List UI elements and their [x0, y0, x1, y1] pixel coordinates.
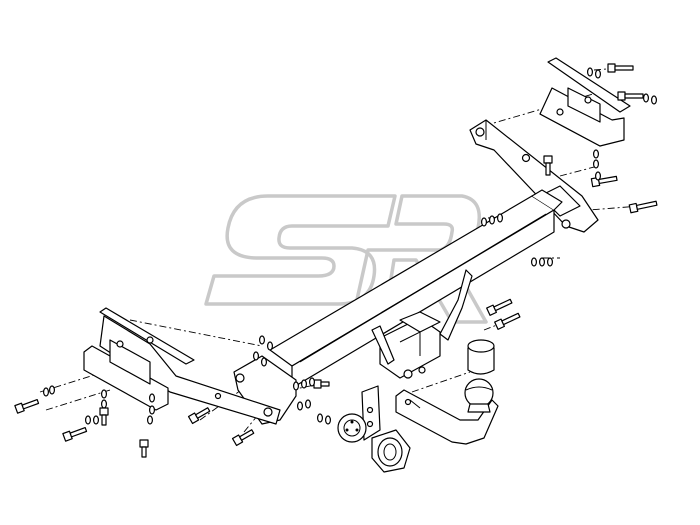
nut — [309, 377, 316, 387]
nut — [147, 415, 154, 425]
nut — [42, 387, 49, 397]
tow-ball — [464, 378, 494, 413]
bolt — [187, 407, 211, 425]
nut — [267, 341, 274, 351]
nut — [481, 217, 488, 227]
right-mount-plate — [539, 57, 631, 147]
bolt — [486, 298, 513, 316]
bolt — [139, 439, 149, 458]
bolt — [14, 399, 40, 414]
bolt — [231, 429, 255, 447]
nut — [538, 257, 545, 267]
nut — [305, 399, 312, 409]
bolt — [543, 155, 553, 176]
nut — [546, 257, 553, 267]
nut — [530, 257, 537, 267]
nut — [642, 93, 649, 103]
nut — [301, 379, 308, 389]
nut — [261, 357, 268, 367]
nut — [586, 67, 593, 77]
nut — [149, 405, 156, 415]
safety-chain-loop — [439, 269, 473, 341]
bolt — [607, 63, 634, 73]
hitch-centre-mount — [371, 311, 441, 379]
nut — [253, 351, 260, 361]
nut — [48, 385, 55, 395]
nut — [594, 171, 601, 181]
tow-ball-neck — [395, 389, 499, 445]
nut — [592, 149, 599, 159]
nut-washer-set — [42, 67, 657, 425]
nut — [259, 335, 266, 345]
bolt — [62, 427, 88, 442]
nut — [84, 415, 91, 425]
bolt — [617, 91, 644, 101]
nut — [100, 389, 107, 399]
bolt — [99, 407, 109, 426]
nut — [297, 401, 304, 411]
nut — [650, 95, 657, 105]
ball-cover-cap — [467, 339, 495, 375]
bolt — [313, 379, 330, 389]
nut — [293, 381, 300, 391]
left-mount-plate — [83, 307, 195, 411]
nut — [497, 213, 504, 223]
electrical-socket — [337, 413, 411, 473]
nut — [149, 393, 156, 403]
nut — [489, 215, 496, 225]
nut — [592, 159, 599, 169]
bolt — [628, 200, 658, 214]
bolt — [494, 312, 521, 330]
nut — [100, 399, 107, 409]
nut — [325, 415, 332, 425]
nut — [594, 69, 601, 79]
nut — [317, 413, 324, 423]
nut — [92, 415, 99, 425]
bolt-set — [14, 63, 658, 458]
left-side-bracket — [99, 315, 297, 425]
